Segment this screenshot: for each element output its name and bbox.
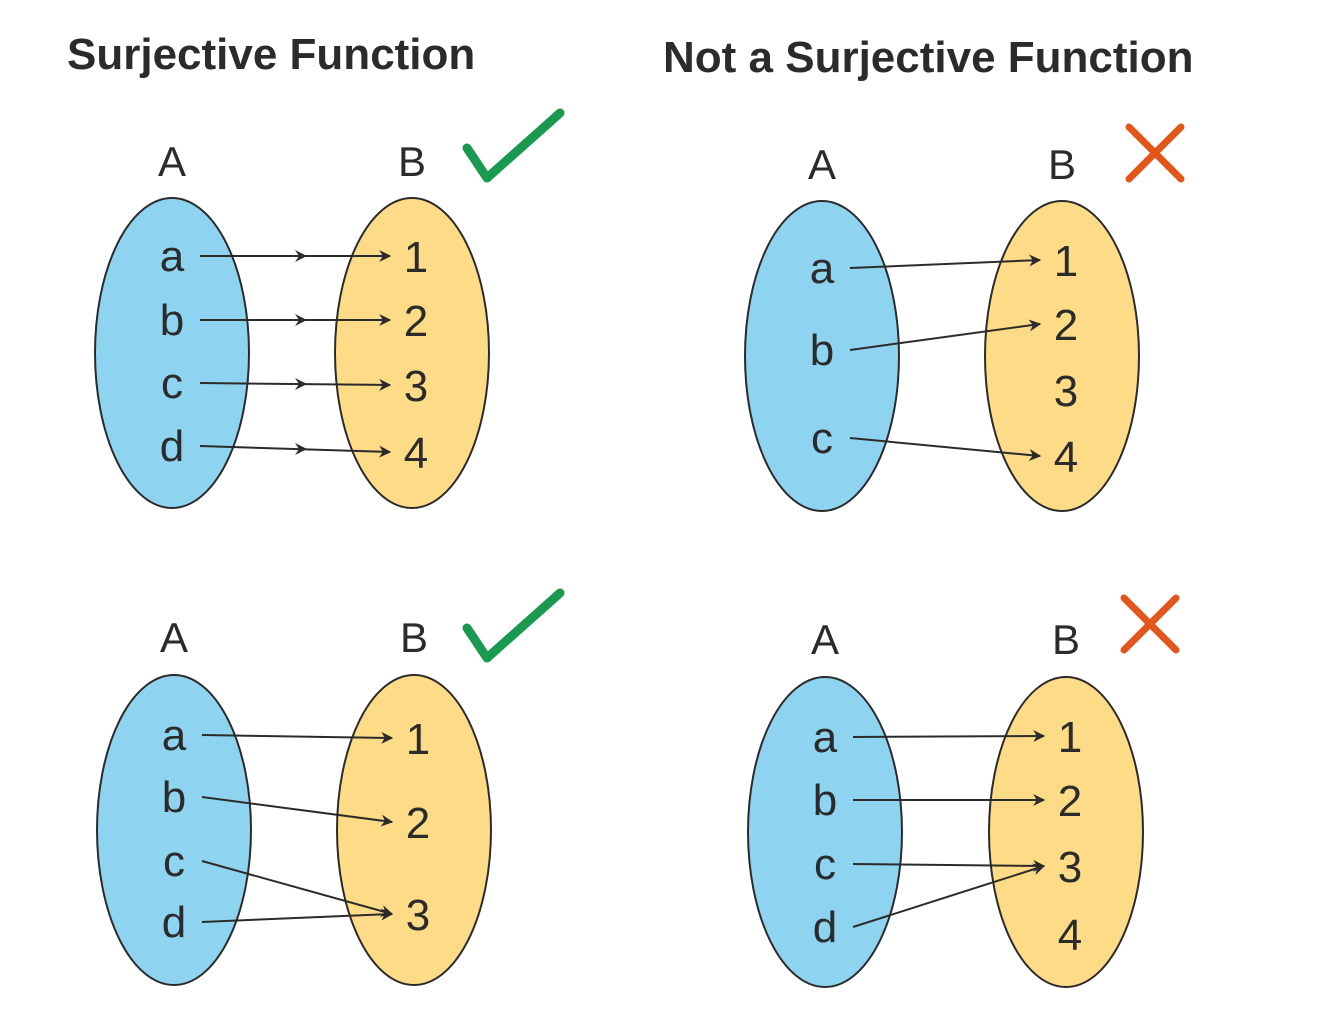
set-b-label: B <box>400 614 428 661</box>
domain-element-a: a <box>813 713 838 762</box>
codomain-element-4: 4 <box>1058 911 1082 960</box>
cross-icon <box>1125 123 1185 183</box>
arrow-mid-head <box>295 378 307 390</box>
arrow-d-to-3 <box>852 863 1046 928</box>
arrow-b-to-2 <box>201 796 394 827</box>
codomain-element-3: 3 <box>406 891 430 940</box>
codomain-element-1: 1 <box>404 233 428 282</box>
set-b-label: B <box>398 138 426 185</box>
arrow-d-to-3 <box>201 908 394 923</box>
cross-icon <box>1120 594 1180 654</box>
codomain-element-4: 4 <box>1054 433 1078 482</box>
codomain-element-2: 2 <box>1058 777 1082 826</box>
domain-element-c: c <box>811 414 833 463</box>
arrow-a-to-1 <box>201 731 394 744</box>
arrow-c-to-3 <box>199 378 392 391</box>
domain-element-d: d <box>162 898 186 947</box>
codomain-element-2: 2 <box>406 799 430 848</box>
domain-element-c: c <box>163 837 185 886</box>
codomain-element-4: 4 <box>404 429 428 478</box>
arrow-mid-head <box>295 443 307 455</box>
domain-element-c: c <box>161 359 183 408</box>
set-a-oval <box>94 197 250 509</box>
codomain-element-3: 3 <box>1058 843 1082 892</box>
check-icon <box>462 588 565 663</box>
set-b-oval <box>984 200 1140 512</box>
domain-element-c: c <box>814 840 836 889</box>
codomain-element-1: 1 <box>1054 237 1078 286</box>
set-b-oval <box>336 674 492 986</box>
set-a-oval <box>747 676 903 988</box>
arrow-a-to-1 <box>849 254 1042 269</box>
arrow-mid-head <box>295 250 307 262</box>
codomain-element-3: 3 <box>1054 367 1078 416</box>
codomain-element-2: 2 <box>404 297 428 346</box>
domain-element-b: b <box>810 326 834 375</box>
arrow-a-to-1 <box>852 730 1046 743</box>
domain-element-a: a <box>160 232 185 281</box>
domain-element-b: b <box>162 773 186 822</box>
set-b-oval <box>988 676 1144 988</box>
set-a-label: A <box>808 141 836 188</box>
codomain-element-1: 1 <box>1058 713 1082 762</box>
codomain-element-2: 2 <box>1054 301 1078 350</box>
arrow-c-to-3 <box>852 859 1046 872</box>
set-a-label: A <box>811 616 839 663</box>
title-not-surjective: Not a Surjective Function <box>663 33 1194 82</box>
codomain-element-1: 1 <box>406 715 430 764</box>
check-icon <box>462 108 565 183</box>
arrow-mid-head <box>295 314 307 326</box>
title-surjective: Surjective Function <box>67 30 476 79</box>
set-a-label: A <box>158 138 186 185</box>
set-a-oval <box>96 674 252 986</box>
arrow-c-to-3 <box>201 860 394 917</box>
set-b-label: B <box>1052 616 1080 663</box>
set-b-oval <box>334 197 490 509</box>
set-b-label: B <box>1048 141 1076 188</box>
arrow-b-to-2 <box>849 319 1042 351</box>
arrow-c-to-4 <box>849 437 1042 461</box>
arrow-d-to-4 <box>199 445 392 458</box>
domain-element-a: a <box>162 711 187 760</box>
domain-element-b: b <box>813 776 837 825</box>
domain-element-d: d <box>160 422 184 471</box>
domain-element-d: d <box>813 903 837 952</box>
domain-element-b: b <box>160 296 184 345</box>
codomain-element-3: 3 <box>404 362 428 411</box>
set-a-label: A <box>160 614 188 661</box>
domain-element-a: a <box>810 244 835 293</box>
set-a-oval <box>744 200 900 512</box>
